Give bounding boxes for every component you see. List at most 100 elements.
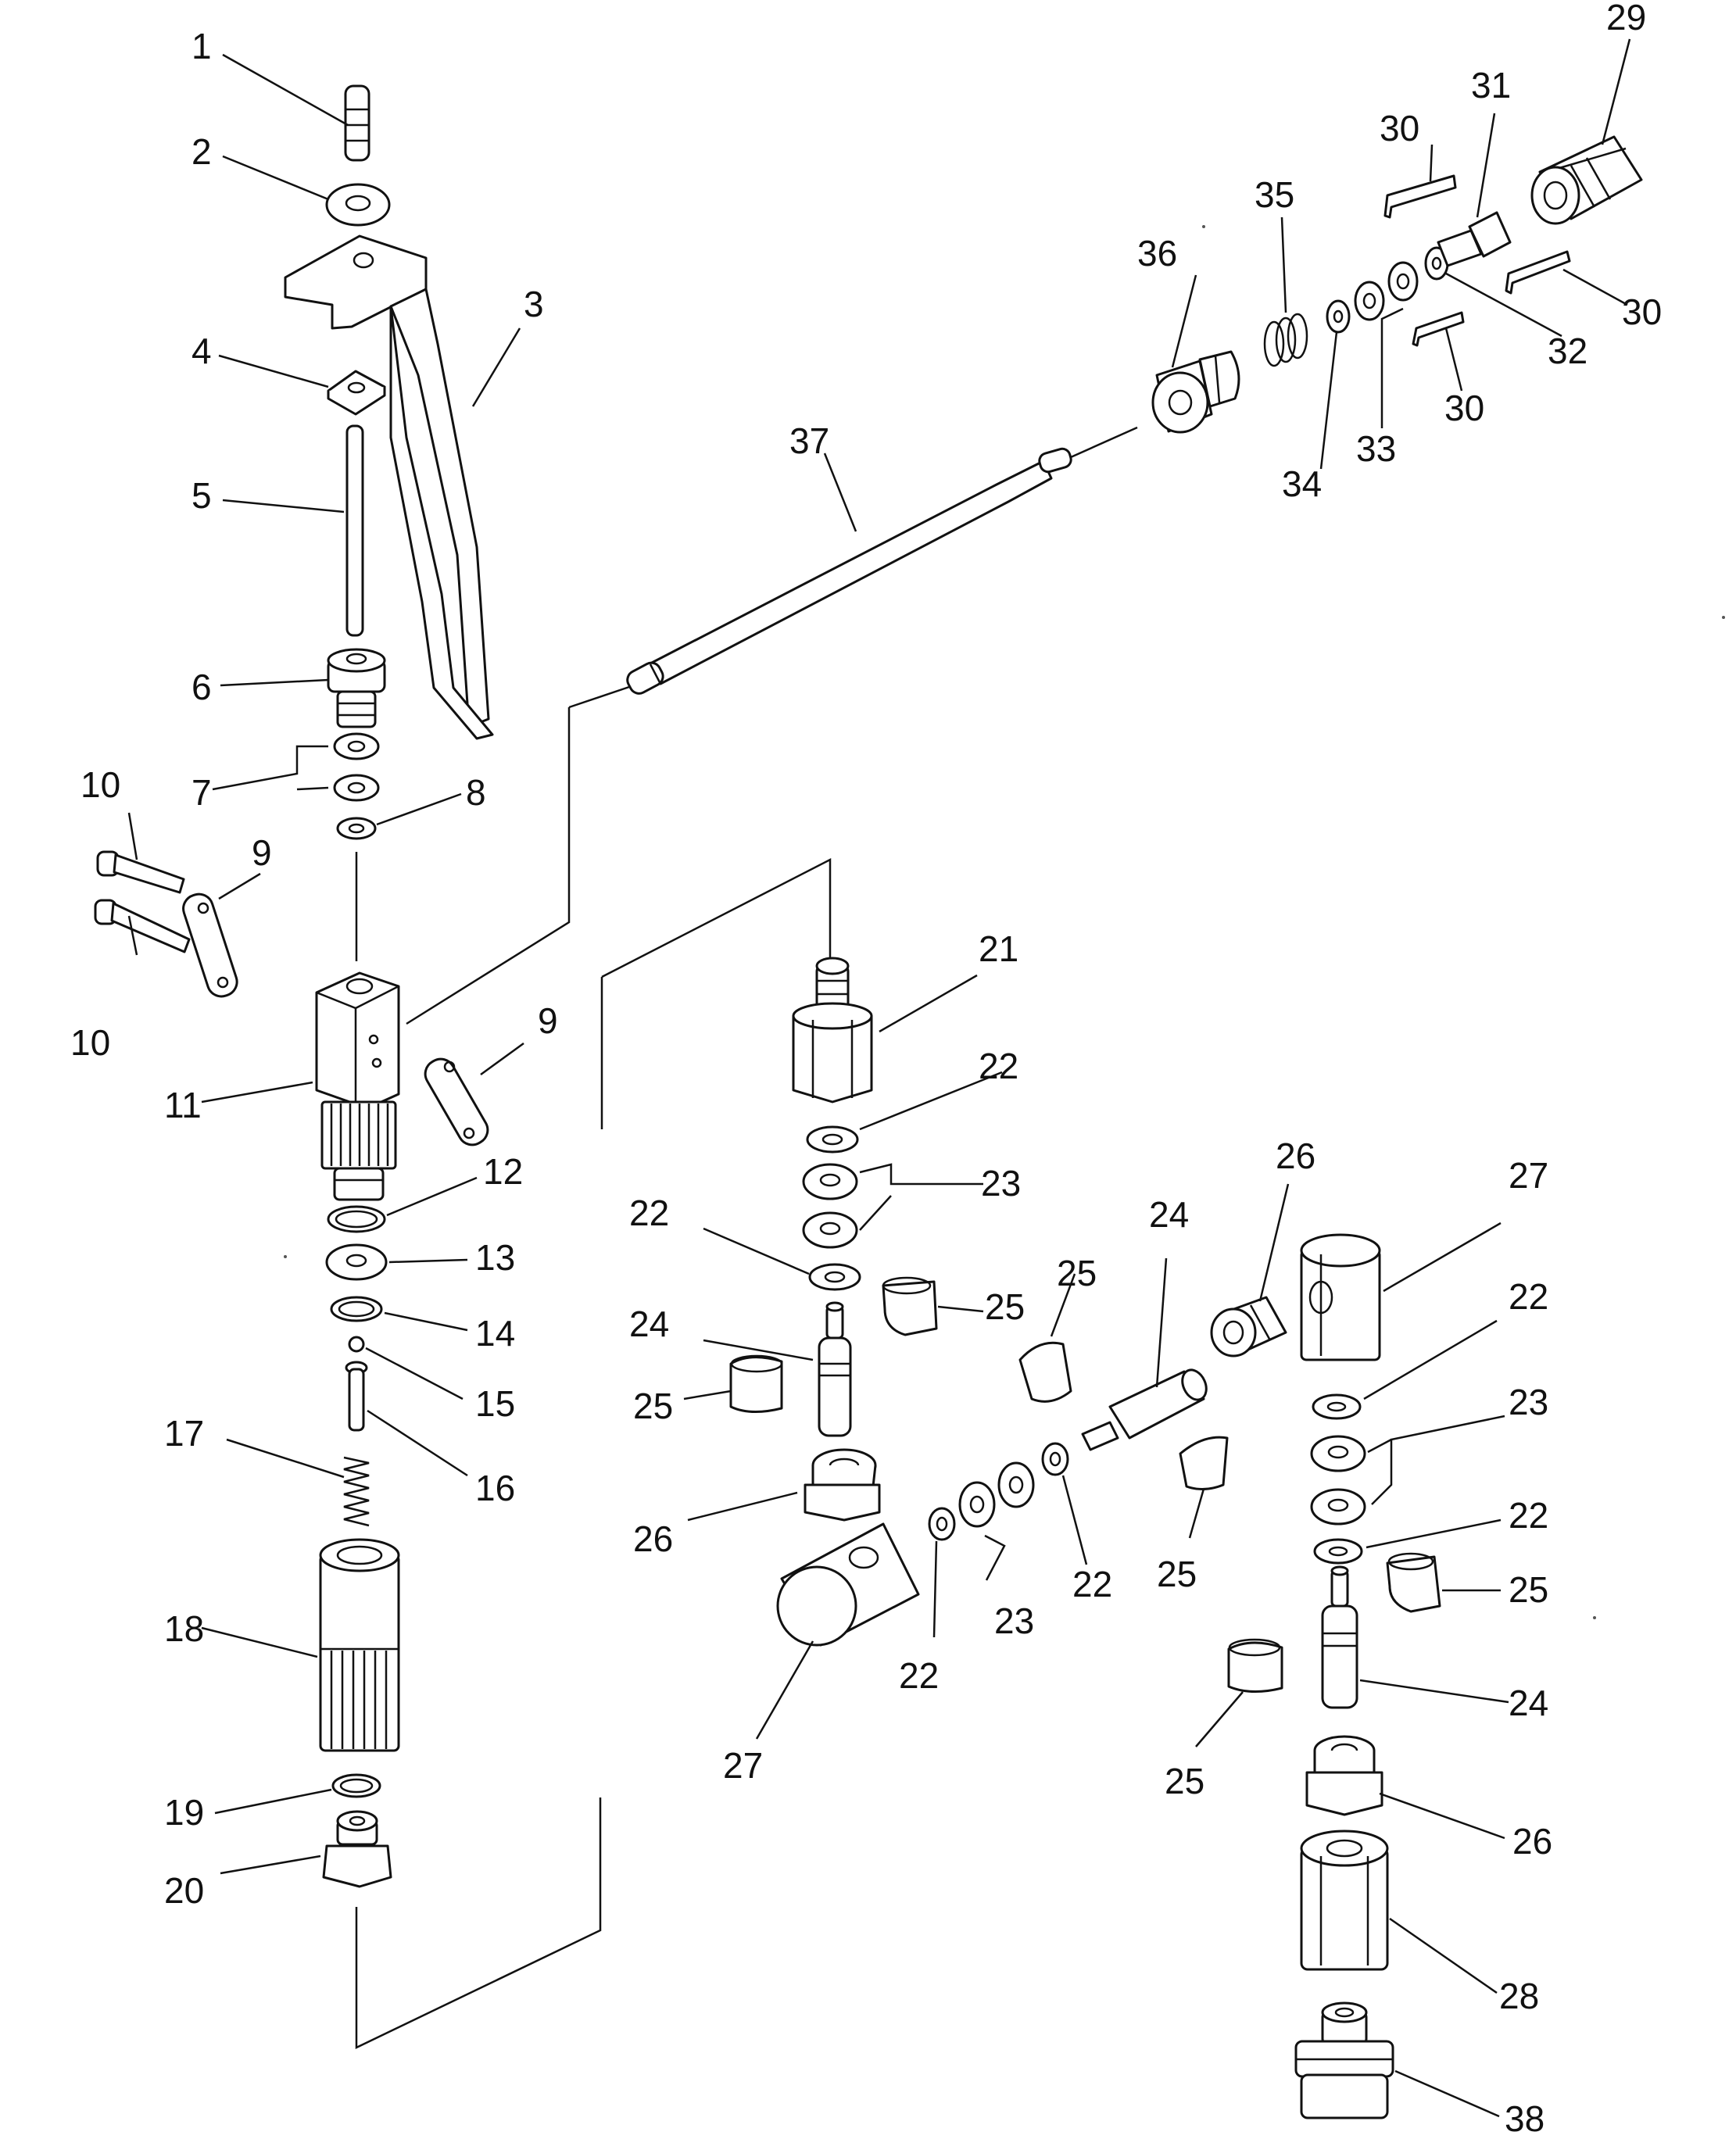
part-27-block-left — [776, 1522, 920, 1647]
callout-15: 15 — [475, 1383, 515, 1424]
part-1-screw — [344, 84, 370, 162]
part-2-washer — [325, 183, 391, 227]
part-14-o-ring — [330, 1296, 383, 1322]
part-8-washer — [336, 817, 377, 840]
part-33-washers — [1354, 261, 1419, 321]
callout-34: 34 — [1282, 463, 1322, 504]
callout-25c: 25 — [1057, 1253, 1097, 1293]
callout-30a: 30 — [1380, 108, 1419, 148]
callout-26c: 26 — [1512, 1821, 1552, 1862]
part-9-link-lower — [424, 1057, 489, 1146]
part-25-clip-row-upper — [1018, 1341, 1072, 1403]
callout-9a: 9 — [252, 832, 272, 873]
callout-8: 8 — [466, 772, 486, 813]
callout-26a: 26 — [633, 1518, 673, 1559]
callout-32: 32 — [1548, 331, 1587, 371]
callout-26b: 26 — [1276, 1136, 1315, 1176]
part-20-fitting — [322, 1810, 392, 1888]
part-22-washer-right-2 — [1313, 1538, 1363, 1565]
part-18-cap — [319, 1538, 400, 1752]
callout-31: 31 — [1471, 65, 1511, 106]
part-19-o-ring — [331, 1773, 381, 1798]
callout-27b: 27 — [1509, 1155, 1548, 1196]
part-23-washers-right — [1310, 1435, 1366, 1526]
part-22-washer-mid-2 — [808, 1263, 861, 1291]
part-12-o-ring — [327, 1205, 386, 1233]
part-31-nozzle — [1437, 211, 1512, 267]
part-29-knurled-nut — [1530, 135, 1643, 225]
part-3-pedal-lever — [284, 234, 494, 740]
callout-30c: 30 — [1444, 388, 1484, 428]
part-22-washer-row-1 — [928, 1507, 956, 1541]
callout-20: 20 — [164, 1870, 204, 1911]
callout-25e: 25 — [1509, 1569, 1548, 1610]
part-28-cap — [1300, 1830, 1389, 1971]
callout-labels: 1 2 3 4 5 6 7 8 9 9 10 10 11 12 13 14 15… — [70, 0, 1662, 2139]
part-4-square-nut — [327, 370, 386, 416]
callout-37: 37 — [789, 420, 829, 461]
callout-10b: 10 — [70, 1022, 110, 1063]
callout-17: 17 — [164, 1413, 204, 1454]
callout-25a: 25 — [985, 1286, 1025, 1327]
callout-22f: 22 — [1509, 1495, 1548, 1536]
callout-25f: 25 — [1165, 1761, 1204, 1801]
part-25-clip-right-lower — [1227, 1638, 1283, 1694]
part-23-washers-row — [958, 1461, 1035, 1528]
callout-4: 4 — [191, 331, 212, 371]
part-25-clip-mid-left — [729, 1354, 783, 1414]
callout-36: 36 — [1137, 233, 1177, 274]
part-7-washers — [333, 732, 380, 802]
callout-30b: 30 — [1622, 292, 1662, 332]
part-24-valve-right — [1321, 1565, 1358, 1709]
part-21-fitting — [792, 957, 873, 1103]
callout-21: 21 — [979, 928, 1018, 969]
callout-3: 3 — [524, 284, 544, 324]
callout-7: 7 — [191, 772, 212, 813]
callout-38: 38 — [1505, 2098, 1545, 2139]
part-25-clip-right-upper — [1386, 1552, 1441, 1613]
callout-12: 12 — [483, 1151, 523, 1192]
callout-16: 16 — [475, 1468, 515, 1508]
part-22-washer-mid-1 — [806, 1125, 859, 1154]
callout-5: 5 — [191, 475, 212, 516]
part-30-clip-bottom — [1412, 311, 1465, 347]
callout-9b: 9 — [538, 1000, 558, 1041]
callout-29: 29 — [1606, 0, 1646, 38]
part-32-washer — [1424, 246, 1449, 281]
callout-23c: 23 — [1509, 1382, 1548, 1422]
callout-25b: 25 — [633, 1386, 673, 1426]
part-11-valve-body — [315, 971, 400, 1201]
callout-6: 6 — [191, 667, 212, 707]
callout-22a: 22 — [979, 1046, 1018, 1086]
callout-24c: 24 — [1509, 1683, 1548, 1723]
callout-25d: 25 — [1157, 1554, 1197, 1594]
part-16-plunger — [345, 1361, 368, 1432]
callout-18: 18 — [164, 1608, 204, 1649]
callout-22e: 22 — [1509, 1276, 1548, 1317]
callout-27a: 27 — [723, 1745, 763, 1786]
part-37-tube — [626, 447, 1072, 695]
part-9-link-upper — [182, 892, 238, 998]
callout-10a: 10 — [81, 764, 120, 805]
callout-24a: 24 — [629, 1304, 669, 1344]
part-10-bolt-upper — [96, 850, 185, 894]
part-10-bolt-lower — [94, 899, 191, 953]
callout-24b: 24 — [1149, 1194, 1189, 1235]
callout-2: 2 — [191, 131, 212, 172]
part-27-block-right — [1300, 1233, 1381, 1361]
part-22-washer-right-1 — [1312, 1393, 1362, 1420]
callout-23a: 23 — [981, 1163, 1021, 1204]
part-5-rod — [345, 424, 364, 637]
part-25-clip-mid-right — [882, 1276, 938, 1336]
part-26-nut-row — [1210, 1296, 1287, 1357]
part-26-nut-mid — [804, 1448, 881, 1522]
part-35-spring — [1263, 313, 1308, 367]
callout-22d: 22 — [1072, 1564, 1112, 1604]
part-34-washer — [1326, 299, 1351, 334]
callout-23b: 23 — [994, 1601, 1034, 1641]
part-17-spring — [343, 1456, 370, 1527]
callout-33: 33 — [1356, 428, 1396, 469]
part-36-nut — [1151, 350, 1240, 434]
callout-19: 19 — [164, 1792, 204, 1833]
